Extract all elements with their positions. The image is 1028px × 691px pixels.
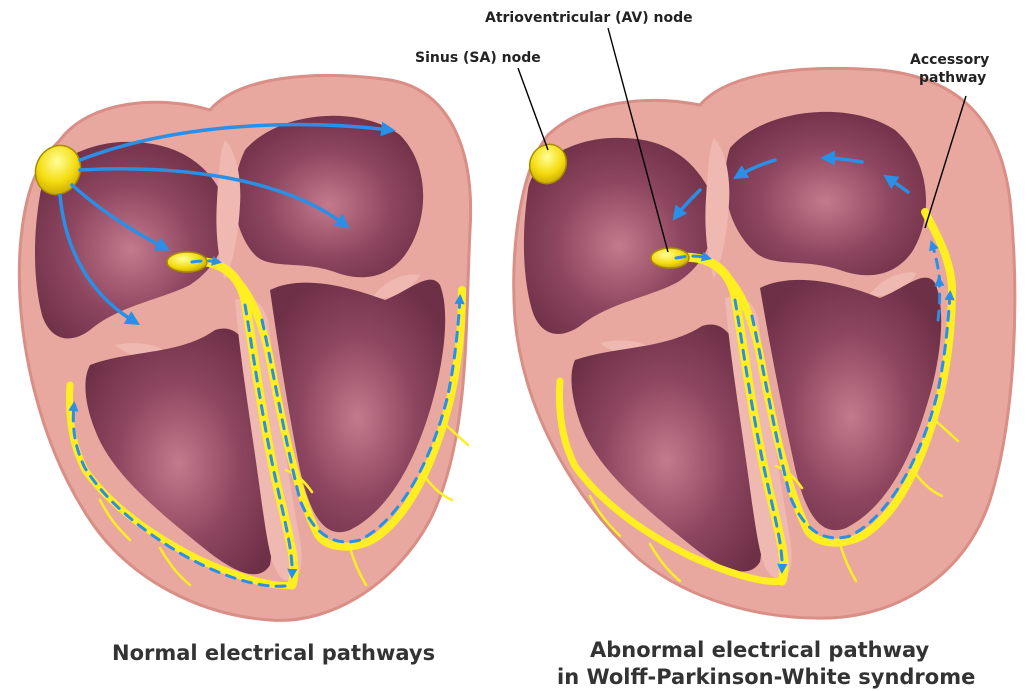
left-atrium-chamber <box>725 112 926 275</box>
wpw-heart-illustration <box>514 68 1015 618</box>
accessory-pathway-label-line2: pathway <box>919 70 986 86</box>
accessory-pathway-label-line1: Accessory <box>910 52 989 68</box>
sa-node-leader-line <box>518 68 548 150</box>
abnormal-caption-line2: in Wolff-Parkinson-White syndrome <box>557 665 975 689</box>
abnormal-caption-line1: Abnormal electrical pathway <box>590 638 930 662</box>
left-atrium-chamber <box>235 116 424 278</box>
normal-heart-illustration <box>19 75 470 620</box>
sa-node-label: Sinus (SA) node <box>415 50 541 66</box>
normal-caption: Normal electrical pathways <box>112 641 435 665</box>
av-node-label: Atrioventricular (AV) node <box>485 10 693 26</box>
